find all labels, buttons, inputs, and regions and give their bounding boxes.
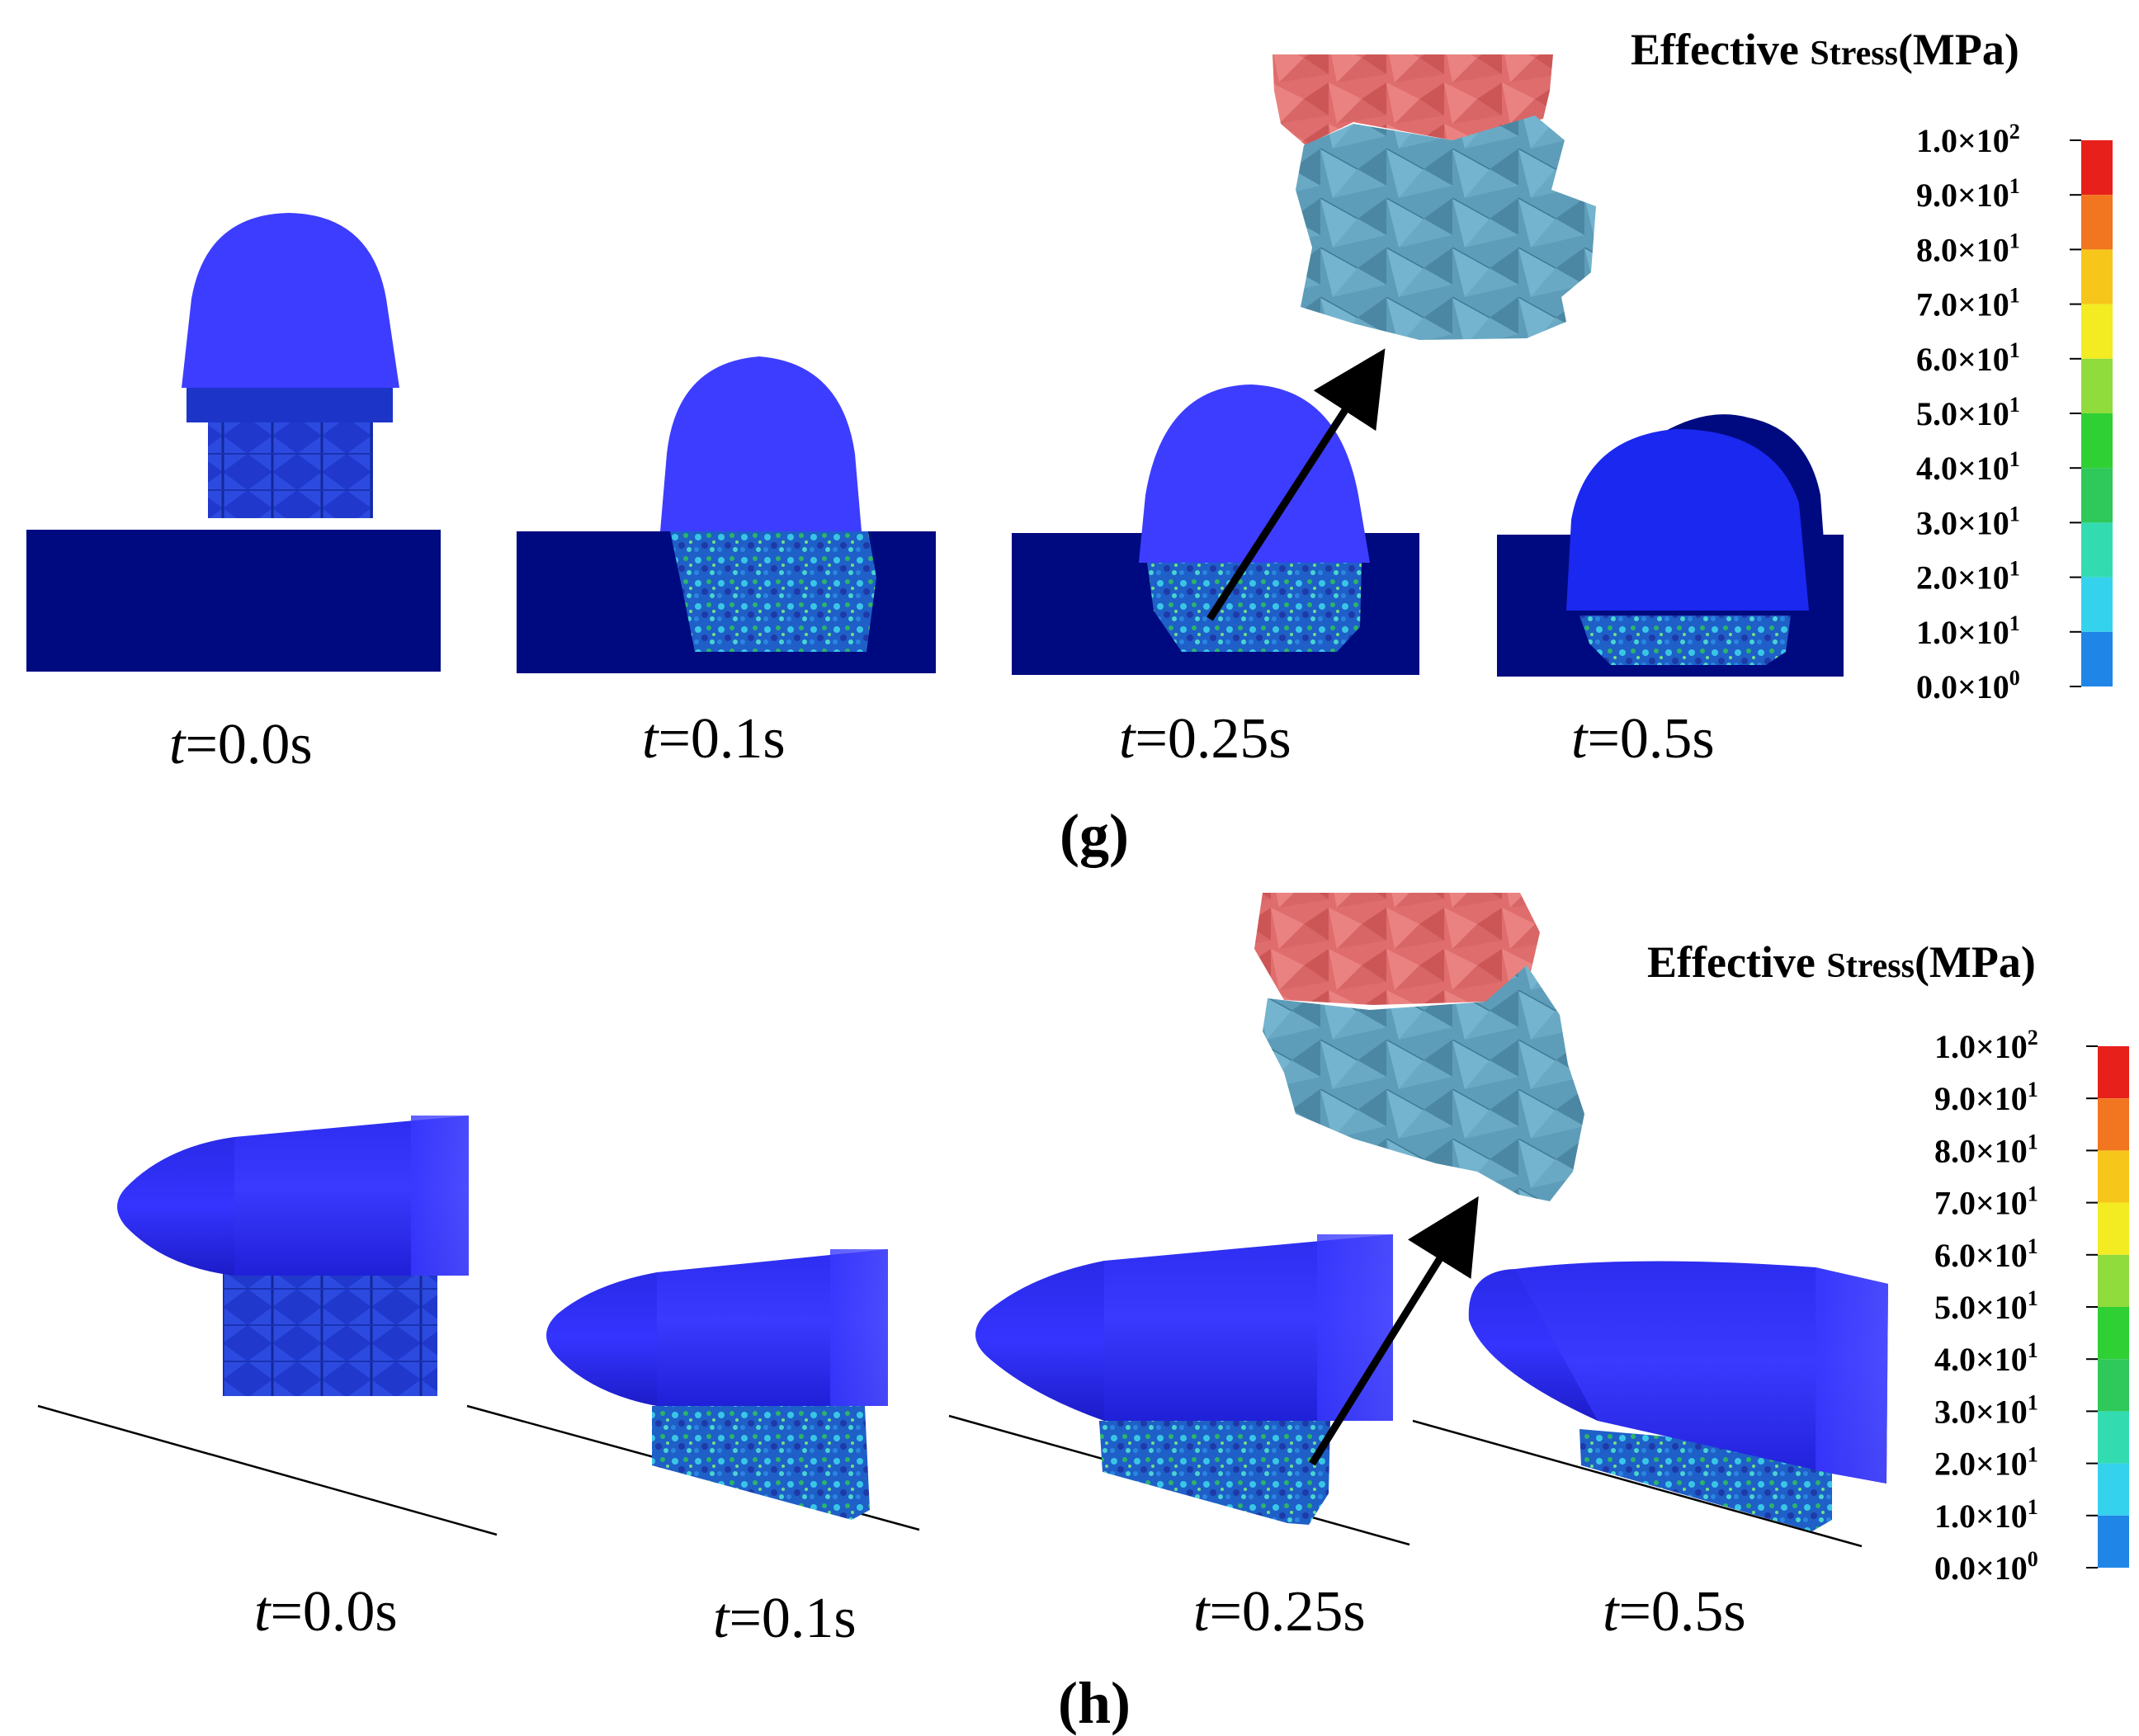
- colorbar-segment: [2081, 304, 2113, 359]
- colorbar-tick-label: 0.0×100: [1934, 1547, 2038, 1587]
- colorbar-tick-label: 2.0×101: [1916, 557, 2020, 597]
- crushed-specimen: [1579, 616, 1791, 665]
- colorbar-segment: [2081, 249, 2113, 304]
- colorbar-tick-label: 5.0×101: [1916, 393, 2020, 432]
- projectile-cap: [830, 1249, 888, 1406]
- panel-label-g: (g): [1060, 802, 1129, 868]
- impactor-dome: [182, 213, 399, 388]
- colorbar-segment: [2081, 195, 2113, 250]
- colorbar-tick-label: 7.0×101: [1934, 1182, 2038, 1222]
- ground-line: [37, 1404, 498, 1536]
- colorbar-segment: [2098, 1411, 2129, 1464]
- crushed-specimen: [1147, 563, 1362, 652]
- h-frame-t1: [466, 1249, 920, 1531]
- time-label-t1: t=0.1s: [642, 707, 786, 771]
- g-frame-t0: [26, 213, 441, 672]
- crushed-specimen: [652, 1406, 870, 1520]
- g-frame-t3: [1497, 414, 1844, 677]
- colorbar-tick-label: 2.0×101: [1934, 1443, 2038, 1483]
- colorbar-segment: [2081, 413, 2113, 469]
- colorbar-segment: [2098, 1463, 2129, 1516]
- projectile-cap: [1816, 1267, 1888, 1484]
- colorbar-tick-label: 9.0×101: [1916, 174, 2020, 214]
- fracture-bottom-fragment: [1263, 965, 1584, 1201]
- colorbar-tick-label: 0.0×100: [1916, 666, 2020, 705]
- colorbar-segment: [2098, 1202, 2129, 1255]
- g-frame-t2: [1012, 384, 1419, 675]
- colorbar-segment: [2098, 1098, 2129, 1151]
- colorbar-tick-label: 9.0×101: [1934, 1078, 2038, 1117]
- colorbar-segment: [2081, 577, 2113, 632]
- g-frame-t1: [517, 356, 936, 673]
- colorbar-tick-label: 4.0×101: [1934, 1338, 2038, 1378]
- time-label-t2: t=0.25s: [1193, 1580, 1366, 1644]
- colorbar-tick-label: 5.0×101: [1934, 1286, 2038, 1326]
- colorbar-segment: [2098, 1046, 2129, 1099]
- h-frame-t0: [37, 1116, 498, 1536]
- colorbar-tick-label: 1.0×101: [1934, 1495, 2038, 1535]
- crushed-specimen: [1099, 1421, 1330, 1525]
- h-frame-t2: [948, 1234, 1410, 1546]
- impactor-dome: [1139, 384, 1370, 563]
- h-frame-t3: [1412, 1261, 1888, 1548]
- h-fracture-inset: [1254, 893, 1584, 1201]
- legend-title: Effective Stress(MPa): [1631, 25, 2019, 74]
- legend-title: Effective Stress(MPa): [1647, 937, 2036, 987]
- panel-label-h: (h): [1058, 1670, 1131, 1736]
- ground-line: [1412, 1419, 1863, 1548]
- impactor-dome: [660, 356, 862, 531]
- colorbar-tick-label: 1.0×102: [1916, 120, 2020, 159]
- panel-g: t=0.0s t=0.1s t=0.25s t=0.5s Effective S…: [26, 25, 2113, 868]
- colorbar-segment: [2098, 1254, 2129, 1307]
- colorbar-segment: [2081, 140, 2113, 196]
- ground-block: [26, 530, 441, 672]
- colorbar-segment: [2081, 522, 2113, 578]
- panel-h: t=0.0s t=0.1s t=0.25s t=0.5s Effective S…: [37, 893, 2129, 1736]
- time-label-t0: t=0.0s: [254, 1580, 398, 1644]
- zoom-arrow: [1206, 348, 1386, 621]
- projectile-body: [234, 1116, 469, 1276]
- time-label-t1: t=0.1s: [713, 1587, 857, 1650]
- colorbar-segment: [2098, 1359, 2129, 1412]
- zoom-arrow: [1309, 1196, 1479, 1466]
- colorbar-tick-label: 1.0×101: [1916, 611, 2020, 651]
- colorbar-tick-label: 4.0×101: [1916, 447, 2020, 487]
- colorbar-tick-label: 3.0×101: [1916, 502, 2020, 541]
- time-label-t2: t=0.25s: [1119, 707, 1291, 771]
- colorbar-segment: [2098, 1515, 2129, 1568]
- time-label-t3: t=0.5s: [1571, 707, 1715, 771]
- impactor-dome: [1566, 429, 1809, 611]
- colorbar-tick-label: 7.0×101: [1916, 284, 2020, 323]
- crushed-specimen: [670, 531, 876, 652]
- colorbar-segment: [2098, 1150, 2129, 1203]
- colorbar: 1.0×102 9.0×101 8.0×101 7.0×101 6.0×101 5.0×1…: [1916, 120, 2113, 705]
- colorbar-tick-label: 8.0×101: [1916, 229, 2020, 268]
- colorbar-tick-label: 8.0×101: [1934, 1130, 2038, 1169]
- colorbar-tick-label: 6.0×101: [1934, 1234, 2038, 1274]
- projectile-body: [1515, 1261, 1888, 1484]
- fracture-bottom-fragment: [1296, 116, 1596, 340]
- lattice-collar: [187, 388, 393, 422]
- time-label-t3: t=0.5s: [1603, 1580, 1746, 1644]
- projectile-nose: [117, 1137, 234, 1276]
- colorbar-segment: [2081, 631, 2113, 686]
- colorbar-segment: [2081, 468, 2113, 523]
- projectile-cap: [411, 1116, 469, 1276]
- fracture-top-fragment: [1254, 893, 1540, 1005]
- colorbar-tick-label: 6.0×101: [1916, 338, 2020, 378]
- lattice-specimen: [223, 1271, 437, 1396]
- projectile-nose: [975, 1261, 1104, 1421]
- g-fracture-inset: [1273, 54, 1596, 340]
- fracture-top-fragment: [1273, 54, 1553, 145]
- projectile-nose: [546, 1272, 657, 1406]
- colorbar: 1.0×102 9.0×101 8.0×101 7.0×101 6.0×101 5.0×1…: [1934, 1026, 2129, 1587]
- colorbar-tick-label: 3.0×101: [1934, 1390, 2038, 1430]
- time-label-t0: t=0.0s: [169, 713, 313, 776]
- colorbar-segment: [2081, 358, 2113, 413]
- colorbar-tick-label: 1.0×102: [1934, 1026, 2038, 1065]
- colorbar-segment: [2098, 1307, 2129, 1360]
